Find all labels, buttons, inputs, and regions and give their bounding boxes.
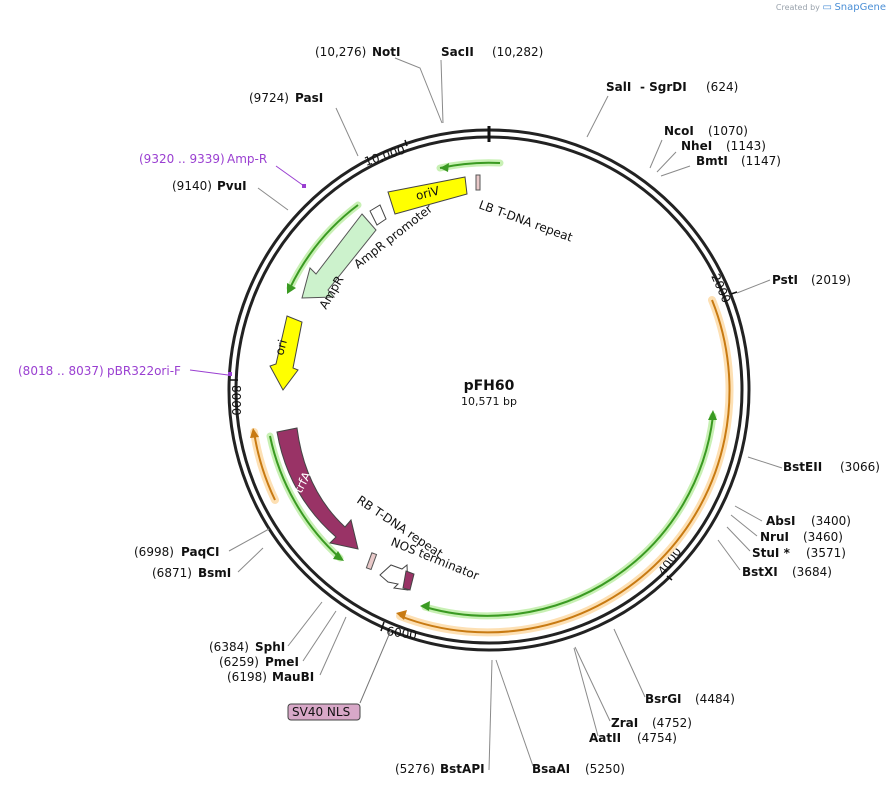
enzyme-leaders — [228, 57, 783, 771]
site-pos-ZraI: (4752) — [652, 716, 692, 730]
site-pos-BstEII: (3066) — [840, 460, 880, 474]
site-pos-PstI: (2019) — [811, 273, 851, 287]
site-pos-PmeI: (6259) — [219, 655, 259, 669]
site-pos-PvuI: (9140) — [172, 179, 212, 193]
site-name-BstAPI[interactable]: BstAPI — [440, 762, 485, 776]
watermark-brand: SnapGene — [834, 2, 886, 13]
site-name-MauBI[interactable]: MauBI — [272, 670, 314, 684]
tick-6000 — [380, 621, 385, 632]
NOS-feature[interactable] — [379, 563, 409, 591]
site-name-BsmI[interactable]: BsmI — [198, 566, 231, 580]
amp-r-primer-label: Amp-R — [227, 152, 267, 166]
site-name-SacII[interactable]: SacII — [441, 45, 474, 59]
site-name-NotI[interactable]: NotI — [372, 45, 401, 59]
site-pos-NruI: (3460) — [803, 530, 843, 544]
site-name-PmeI[interactable]: PmeI — [265, 655, 299, 669]
RB-feature[interactable] — [365, 552, 378, 571]
site-name-BstEII[interactable]: BstEII — [783, 460, 822, 474]
snapgene-logo-icon: ▭ — [822, 2, 832, 13]
AmpR-feature[interactable] — [301, 213, 377, 299]
site-name-NruI[interactable]: NruI — [760, 530, 789, 544]
site-name-AbsI[interactable]: AbsI — [766, 514, 795, 528]
pbr322ori-f-primer-mark — [228, 372, 232, 376]
site-pos-BsaAI: (5250) — [585, 762, 625, 776]
oriV-label: oriV — [414, 183, 441, 203]
site-pos-SacII: (10,282) — [492, 45, 543, 59]
LB-label: LB T-DNA repeat — [477, 198, 575, 245]
site-pos-NheI: (1143) — [726, 139, 766, 153]
site-name-PvuI[interactable]: PvuI — [217, 179, 247, 193]
site-pos-PasI: (9724) — [249, 91, 289, 105]
site-pos-MauBI: (6198) — [227, 670, 267, 684]
snapgene-watermark: Created by ▭ SnapGene — [776, 2, 886, 13]
site-name-SgrDI[interactable]: - SgrDI — [640, 80, 687, 94]
site-name-PaqCI[interactable]: PaqCI — [181, 545, 219, 559]
orf-arcs — [266, 159, 717, 620]
site-name-StuI[interactable]: StuI * — [752, 546, 791, 560]
plasmid-length: 10,571 bp — [461, 395, 517, 408]
SV40-NLS-label: SV40 NLS — [292, 705, 350, 719]
site-pos-StuI: (3571) — [806, 546, 846, 560]
site-pos-BstXI: (3684) — [792, 565, 832, 579]
site-name-NheI[interactable]: NheI — [681, 139, 712, 153]
site-name-ZraI[interactable]: ZraI — [611, 716, 638, 730]
site-name-PstI[interactable]: PstI — [772, 273, 798, 287]
trfA-feature[interactable] — [276, 427, 359, 550]
site-pos-BstAPI: (5276) — [395, 762, 435, 776]
site-name-SalI[interactable]: SalI — [606, 80, 631, 94]
plasmid-name: pFH60 — [464, 378, 515, 394]
site-pos-BsrGI: (4484) — [695, 692, 735, 706]
site-name-BsaAI[interactable]: BsaAI — [532, 762, 570, 776]
amp-r-primer-pos: (9320 .. 9339) — [139, 152, 225, 166]
LB-feature[interactable] — [475, 174, 481, 191]
tick-label-6000: 6000 — [386, 624, 418, 642]
tick-4000 — [666, 575, 673, 581]
site-pos-SalI: (624) — [706, 80, 738, 94]
pbr322ori-f-primer-leader — [189, 369, 229, 376]
tick-2000 — [730, 291, 738, 295]
watermark-prefix: Created by — [775, 3, 820, 12]
pbr322ori-f-primer-label: pBR322ori-F — [107, 364, 181, 378]
SV40-NLS-box[interactable] — [287, 703, 361, 721]
AmpR-promoter-feature[interactable] — [369, 204, 387, 226]
site-pos-NotI: (10,276) — [315, 45, 366, 59]
site-pos-BsmI: (6871) — [152, 566, 192, 580]
site-name-AatII[interactable]: AatII — [589, 731, 621, 745]
site-name-NcoI[interactable]: NcoI — [664, 124, 694, 138]
oriV-feature[interactable] — [387, 176, 468, 215]
SV40-NLS-mark — [402, 570, 415, 591]
pbr322ori-f-primer-pos: (8018 .. 8037) — [18, 364, 104, 378]
tick-label-8000: 8000 — [229, 385, 243, 416]
site-pos-AbsI: (3400) — [811, 514, 851, 528]
site-pos-PaqCI: (6998) — [134, 545, 174, 559]
amp-r-primer-leader — [275, 165, 305, 187]
site-pos-AatII: (4754) — [637, 731, 677, 745]
site-pos-BmtI: (1147) — [741, 154, 781, 168]
site-name-BmtI[interactable]: BmtI — [696, 154, 728, 168]
site-name-PasI[interactable]: PasI — [295, 91, 323, 105]
site-name-BstXI[interactable]: BstXI — [742, 565, 778, 579]
ori-label: ori — [272, 338, 290, 357]
site-name-SphI[interactable]: SphI — [255, 640, 285, 654]
site-name-BsrGI[interactable]: BsrGI — [645, 692, 682, 706]
SV40-NLS-leader — [359, 629, 392, 704]
site-pos-SphI: (6384) — [209, 640, 249, 654]
ori-feature[interactable] — [269, 315, 303, 391]
site-pos-NcoI: (1070) — [708, 124, 748, 138]
orange-arcs — [250, 296, 734, 637]
tick-10000 — [404, 139, 408, 147]
tick-label-10000: 10,000 — [363, 143, 407, 169]
amp-r-primer-mark — [302, 184, 306, 188]
